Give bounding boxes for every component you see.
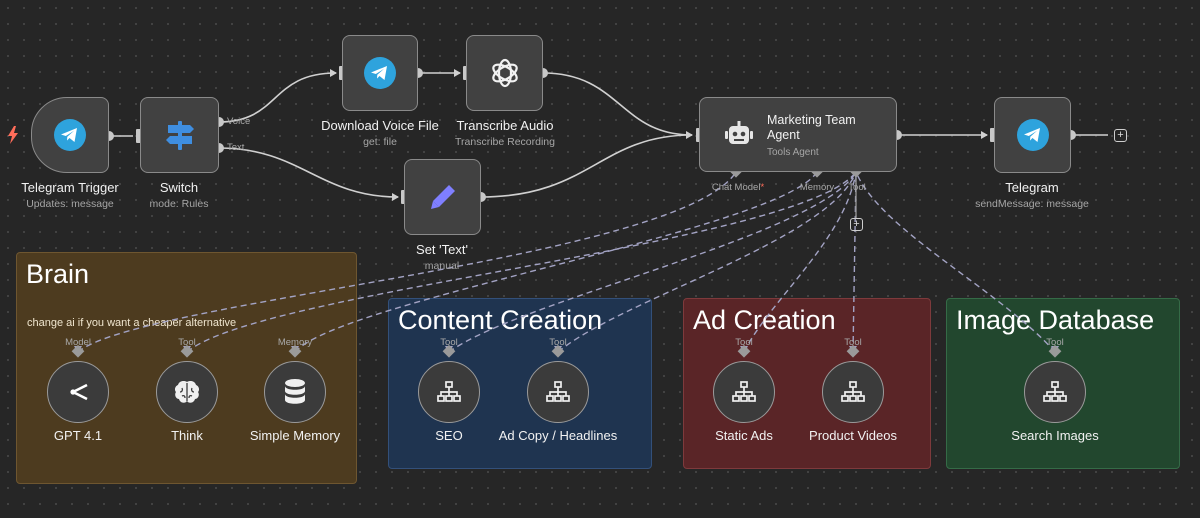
agent-port-label-memory: Memory (799, 182, 835, 193)
workflow-icon (732, 381, 756, 402)
node-label-productvideos: Product Videos (809, 428, 897, 443)
telegram-icon (364, 57, 396, 89)
signpost-icon (165, 121, 194, 150)
node-label-telegram: Telegram (1005, 180, 1059, 195)
node-label-set-text: Set 'Text' (416, 242, 468, 257)
port-label-adcopy: Tool (549, 337, 567, 348)
node-sub-transcribe: Transcribe Recording (455, 136, 555, 148)
node-label-searchimages: Search Images (1011, 428, 1099, 443)
telegram-icon (1016, 119, 1049, 151)
node-label-seo: SEO (435, 428, 463, 443)
node-ad-copy[interactable] (527, 361, 589, 423)
openai-icon (491, 58, 518, 88)
node-label-staticads: Static Ads (715, 428, 773, 443)
workflow-icon (546, 381, 570, 402)
arrow-download (330, 69, 337, 77)
node-sub-agent: Tools Agent (767, 147, 819, 158)
node-label-think: Think (171, 428, 203, 443)
add-node-button[interactable]: + (1114, 129, 1127, 142)
port-label-searchimages: Tool (1046, 337, 1064, 348)
node-transcribe-audio[interactable] (466, 35, 543, 111)
node-telegram-send[interactable] (994, 97, 1071, 173)
pencil-icon (430, 185, 455, 209)
port-label-gpt: Model (65, 337, 91, 348)
node-sub-telegram-trigger: Updates: message (26, 198, 114, 210)
arrow-telegram (981, 131, 988, 139)
node-label-adcopy: Ad Copy / Headlines (498, 428, 618, 443)
node-gpt-4-1[interactable] (47, 361, 109, 423)
node-label-transcribe: Transcribe Audio (456, 118, 554, 133)
openai-router-icon (70, 383, 88, 401)
robot-icon (725, 120, 753, 144)
node-label-switch: Switch (159, 180, 199, 195)
sticky-note-brain: change ai if you want a cheaper alternat… (27, 317, 237, 329)
switch-output-voice: Voice (227, 116, 251, 127)
agent-port-label-chat-model: Chat Model* (711, 182, 765, 193)
arrow-transcribe (454, 69, 461, 77)
node-telegram-trigger[interactable] (31, 97, 109, 173)
arrow-settext (392, 193, 399, 201)
arrow-agent (686, 131, 693, 139)
switch-output-text: Text (227, 142, 245, 153)
workflow-icon (1043, 381, 1067, 402)
sticky-title-image: Image Database (956, 305, 1155, 335)
workflow-icon (841, 381, 865, 402)
database-icon (285, 379, 305, 404)
conn-switch-settext (218, 147, 399, 198)
add-tool-button[interactable]: + (850, 218, 863, 231)
node-simple-memory[interactable] (264, 361, 326, 423)
node-marketing-agent[interactable] (699, 97, 897, 172)
node-sub-set-text: manual (424, 260, 460, 272)
sticky-title-ad: Ad Creation (693, 305, 836, 335)
node-label-gpt: GPT 4.1 (53, 428, 103, 443)
node-sub-download-voice: get: file (363, 136, 397, 148)
conn-switch-download (218, 72, 337, 123)
node-sub-switch: mode: Rules (149, 198, 209, 210)
node-label-memory: Simple Memory (249, 428, 341, 443)
node-product-videos[interactable] (822, 361, 884, 423)
brain-icon (174, 381, 200, 403)
sticky-title-content: Content Creation (398, 305, 603, 335)
node-search-images[interactable] (1024, 361, 1086, 423)
port-label-staticads: Tool (735, 337, 753, 348)
node-label-telegram-trigger: Telegram Trigger (21, 180, 119, 195)
sticky-title-brain: Brain (26, 259, 90, 289)
port-label-productvideos: Tool (844, 337, 862, 348)
trigger-bolt-icon (8, 126, 18, 144)
port-label-memory: Memory (277, 337, 313, 348)
port-label-think: Tool (178, 337, 196, 348)
workflow-icon (437, 381, 461, 402)
node-label-download-voice: Download Voice File (321, 118, 439, 133)
node-label-agent: Marketing Team Agent (767, 113, 856, 142)
port-label-seo: Tool (440, 337, 458, 348)
telegram-icon (54, 119, 86, 151)
node-seo[interactable] (418, 361, 480, 423)
node-set-text[interactable] (404, 159, 481, 235)
conn-transcribe-agent (542, 72, 693, 136)
node-switch[interactable] (140, 97, 219, 173)
node-think[interactable] (156, 361, 218, 423)
node-sub-telegram: sendMessage: message (975, 198, 1089, 210)
node-static-ads[interactable] (713, 361, 775, 423)
node-download-voice[interactable] (342, 35, 418, 111)
agent-port-label-tool: Tool (848, 182, 866, 193)
